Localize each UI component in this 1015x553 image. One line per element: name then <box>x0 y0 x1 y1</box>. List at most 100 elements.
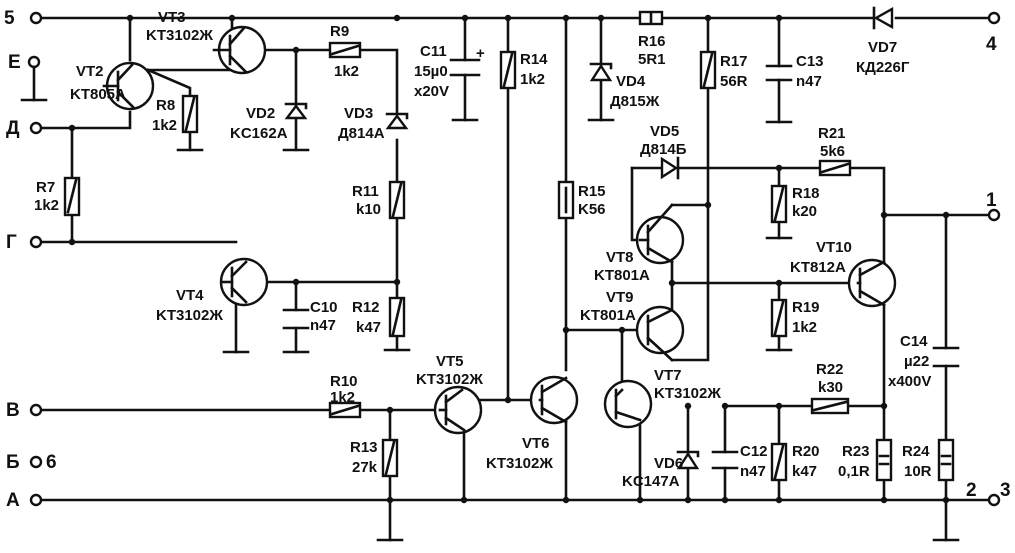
vd7-ref: VD7 <box>868 39 897 56</box>
terminal-a-label: А <box>6 490 20 511</box>
r17-value: 56R <box>720 73 748 90</box>
vd7-type: КД226Г <box>856 59 910 76</box>
r24-ref: R24 <box>902 443 930 460</box>
capacitor-c11: + C11 15µ0 x20V <box>414 43 485 100</box>
vt6-ref: VT6 <box>522 435 550 452</box>
transistor-vt6: VT6 KT3102Ж <box>486 375 579 472</box>
terminal-6-label: 6 <box>46 452 57 473</box>
vt8-type: KT801A <box>594 267 650 284</box>
resistor-r21: R21 5k6 <box>818 125 852 177</box>
r20-value: k47 <box>792 463 817 480</box>
r10-value: 1k2 <box>330 389 355 406</box>
r8-ref: R8 <box>156 97 175 114</box>
r12-ref: R12 <box>352 299 380 316</box>
vd3-ref: VD3 <box>344 105 373 122</box>
diode-vd4: VD4 Д815Ж <box>589 62 660 110</box>
r8-value: 1k2 <box>152 117 177 134</box>
vt4-type: KT3102Ж <box>156 307 223 324</box>
r16-ref: R16 <box>638 33 666 50</box>
r21-value: 5k6 <box>820 143 845 160</box>
vt6-type: KT3102Ж <box>486 455 553 472</box>
resistor-r10: R10 1k2 <box>328 373 362 419</box>
resistor-r23: R23 0,1R <box>838 438 893 482</box>
c11-value2: x20V <box>414 83 449 100</box>
diode-vd2: VD2 KC162A <box>230 102 308 142</box>
r9-ref: R9 <box>330 23 349 40</box>
c14-value: µ22 <box>904 353 929 370</box>
terminal-d-label: Д <box>6 118 20 139</box>
capacitor-c14: C14 µ22 x400V <box>888 333 960 390</box>
resistor-r13: R13 27k <box>350 438 399 478</box>
r16-value: 5R1 <box>638 51 666 68</box>
r23-value: 0,1R <box>838 463 870 480</box>
vt5-ref: VT5 <box>436 353 464 370</box>
terminal-2-label: 2 <box>966 480 977 501</box>
resistor-r9: R9 1k2 <box>328 23 362 80</box>
c11-plus: + <box>476 45 485 62</box>
vt10-type: KT812A <box>790 259 846 276</box>
vd2-type: KC162A <box>230 125 288 142</box>
r7-ref: R7 <box>36 179 55 196</box>
resistor-r19: R19 1k2 <box>770 298 820 338</box>
transistor-vt10: VT10 KT812A <box>790 239 897 308</box>
c14-ref: C14 <box>900 333 928 350</box>
r20-ref: R20 <box>792 443 820 460</box>
diode-vd3: VD3 Д814A <box>338 105 409 142</box>
vt8-ref: VT8 <box>606 249 634 266</box>
r15-value: K56 <box>578 201 606 218</box>
vd6-type: KC147A <box>622 473 680 490</box>
vt7-type: KT3102Ж <box>654 385 721 402</box>
r19-value: 1k2 <box>792 319 817 336</box>
capacitor-c12: C12 n47 <box>711 443 768 480</box>
transistor-vt5: VT5 KT3102Ж <box>416 353 483 435</box>
vt2-ref: VT2 <box>76 63 104 80</box>
terminal-5-label: 5 <box>4 8 15 29</box>
vd2-ref: VD2 <box>246 105 275 122</box>
transistor-vt9: VT9 KT801A <box>580 289 685 362</box>
r15-ref: R15 <box>578 183 606 200</box>
vd5-ref: VD5 <box>650 123 679 140</box>
transistor-vt3: VT3 KT3102Ж <box>146 9 267 75</box>
resistor-r8: R8 1k2 <box>152 94 199 134</box>
terminal-3-label: 3 <box>1000 480 1011 501</box>
vt10-ref: VT10 <box>816 239 852 256</box>
c11-ref: C11 <box>420 43 447 60</box>
vd6-ref: VD6 <box>654 455 683 472</box>
r9-value: 1k2 <box>334 63 359 80</box>
resistor-r11: R11 k10 <box>352 180 406 220</box>
r22-ref: R22 <box>816 361 844 378</box>
vd4-ref: VD4 <box>616 73 646 90</box>
r17-ref: R17 <box>720 53 748 70</box>
terminal-b-label: Б <box>6 452 20 473</box>
resistor-r20: R20 k47 <box>770 442 820 482</box>
c11-value: 15µ0 <box>414 63 448 80</box>
capacitor-c13: C13 n47 <box>765 53 824 90</box>
resistor-r22: R22 k30 <box>810 361 850 415</box>
diode-vd7: VD7 КД226Г <box>856 6 910 76</box>
r19-ref: R19 <box>792 299 820 316</box>
r21-ref: R21 <box>818 125 846 142</box>
resistor-r7: R7 1k2 <box>34 176 81 217</box>
vt5-type: KT3102Ж <box>416 371 483 388</box>
ground-symbols <box>20 98 960 542</box>
r18-value: k20 <box>792 203 817 220</box>
r10-ref: R10 <box>330 373 358 390</box>
vd4-type: Д815Ж <box>610 93 660 110</box>
r13-ref: R13 <box>350 439 378 456</box>
vd5-type: Д814Б <box>640 141 687 158</box>
r23-ref: R23 <box>842 443 870 460</box>
resistor-r12: R12 k47 <box>352 296 406 338</box>
terminal-1-label: 1 <box>986 190 997 211</box>
resistor-r24: R24 10R <box>902 438 955 482</box>
transistor-vt7: VT7 KT3102Ж <box>603 367 721 429</box>
r22-value: k30 <box>818 379 843 396</box>
resistor-r14: R14 1k2 <box>499 50 548 90</box>
r13-value: 27k <box>352 459 378 476</box>
vd3-type: Д814A <box>338 125 385 142</box>
terminals: 5 Е Д Г В Б 6 А 4 1 2 3 <box>4 8 1011 511</box>
c12-value: n47 <box>740 463 766 480</box>
vt7-ref: VT7 <box>654 367 682 384</box>
c10-value: n47 <box>310 317 336 334</box>
diode-vd6: VD6 KC147A <box>622 450 700 490</box>
